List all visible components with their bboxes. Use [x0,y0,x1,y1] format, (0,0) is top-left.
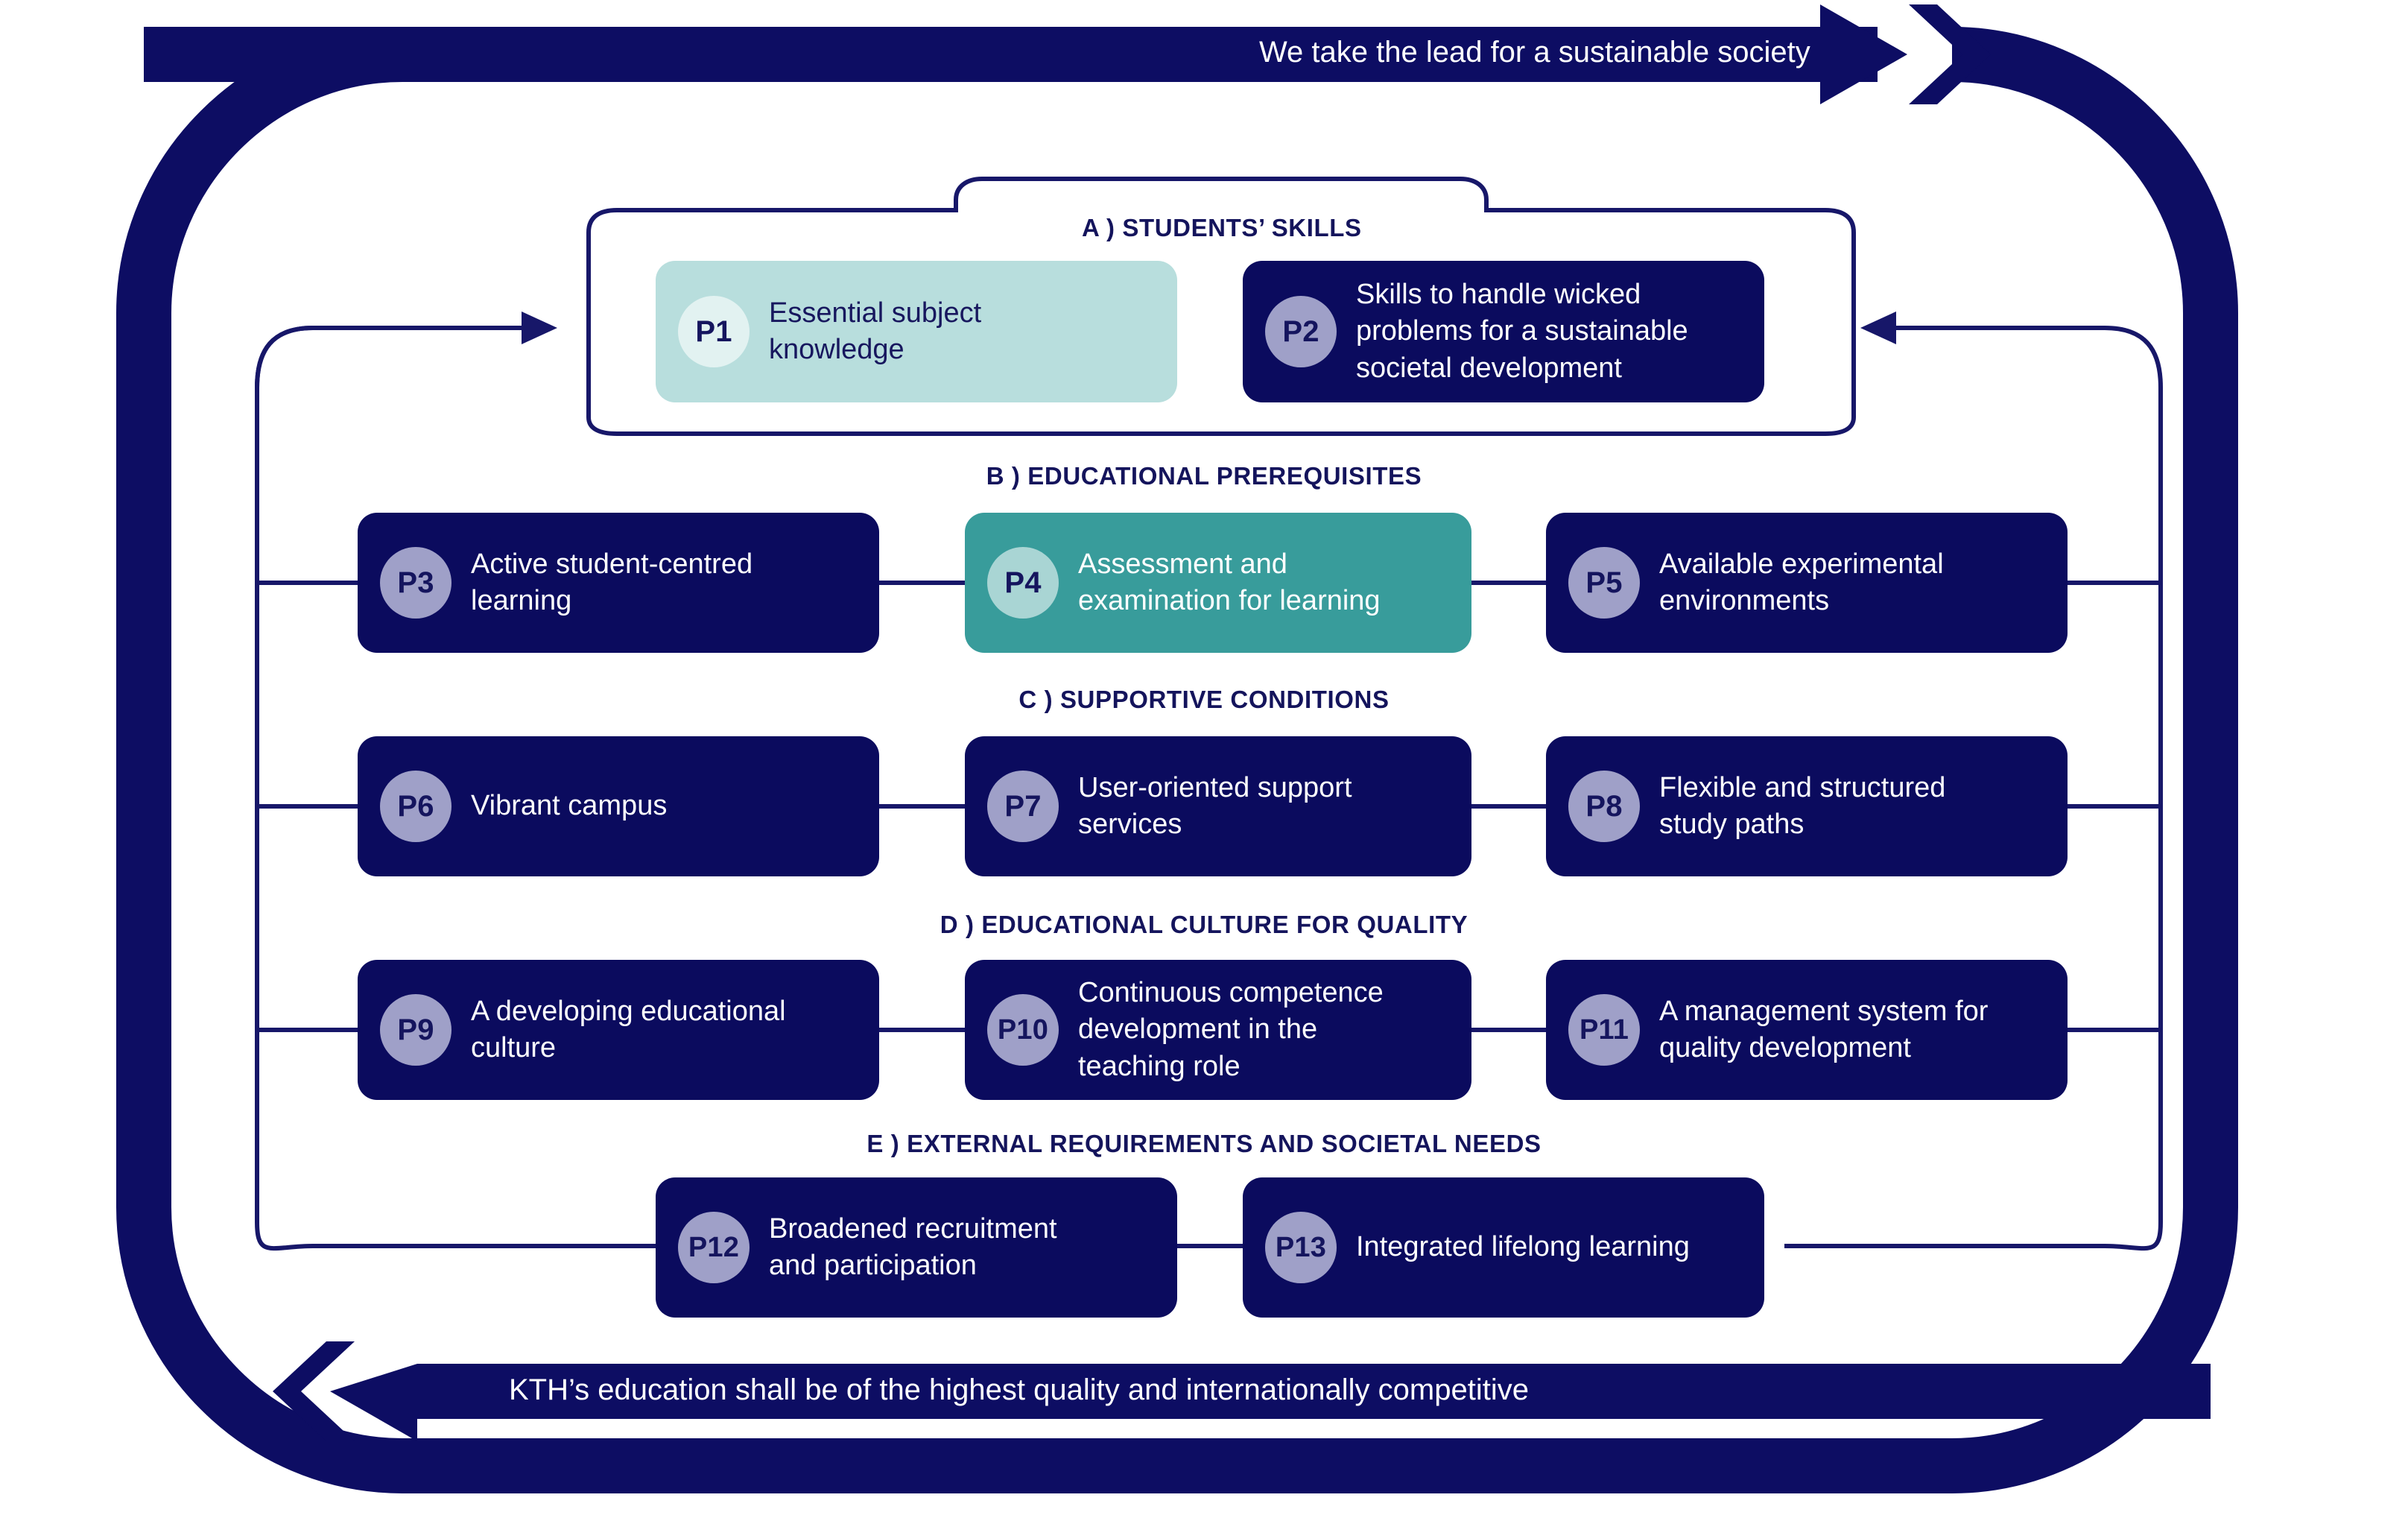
card-p12[interactable]: P12 Broadened recruitment and participat… [656,1177,1177,1318]
card-p1-label: Essential subject knowledge [769,297,982,365]
card-p3[interactable]: P3 Active student-centred learning [358,513,879,653]
card-p6-code-badge: P6 [380,771,452,842]
card-p2-code-badge: P2 [1265,296,1337,367]
card-p13-label: Integrated lifelong learning [1356,1231,1690,1263]
card-p1[interactable]: P1 Essential subject knowledge [656,261,1177,402]
section-heading-d: D ) EDUCATIONAL CULTURE FOR QUALITY [940,911,1468,938]
card-p8-code-badge: P8 [1568,771,1640,842]
card-p4-code-badge: P4 [987,547,1059,619]
card-p2[interactable]: P2 Skills to handle wicked problems for … [1243,261,1764,402]
card-p7[interactable]: P7 User-oriented support services [965,736,1471,876]
card-p13[interactable]: P13 Integrated lifelong learning [1243,1177,1764,1318]
top-arrow-chevron [1909,4,1991,104]
left-rail-arrowhead [522,312,557,344]
bottom-arrowhead [330,1341,417,1441]
top-banner-text: We take the lead for a sustainable socie… [1259,36,1810,69]
card-p10[interactable]: P10 Continuous competence development in… [965,960,1471,1100]
card-p5-label: Available experimental environments [1659,548,1944,616]
left-rail-to-sectionA [255,326,522,388]
card-p3-label: Active student-centred learning [471,548,753,616]
bottom-banner-text: KTH’s education shall be of the highest … [509,1373,1529,1406]
section-heading-c: C ) SUPPORTIVE CONDITIONS [1018,686,1390,713]
card-p3-code-badge: P3 [380,547,452,619]
card-p6[interactable]: P6 Vibrant campus [358,736,879,876]
card-p12-label: Broadened recruitment and participation [769,1212,1057,1281]
right-rail-arrowhead [1860,312,1896,344]
card-p10-code-badge: P10 [987,994,1059,1066]
card-p5[interactable]: P5 Available experimental environments [1546,513,2068,653]
card-p4[interactable]: P4 Assessment and examination for learni… [965,513,1471,653]
card-p10-label: Continuous competence development in the… [1078,976,1384,1082]
card-p8-label: Flexible and structured study paths [1659,771,1946,840]
bottom-arrow-chevron [273,1341,355,1441]
top-arrowhead [1820,4,1907,104]
section-heading-b: B ) EDUCATIONAL PREREQUISITES [986,462,1422,490]
card-p7-code-badge: P7 [987,771,1059,842]
card-p9[interactable]: P9 A developing educational culture [358,960,879,1100]
card-p5-code-badge: P5 [1568,547,1640,619]
card-p2-label: Skills to handle wicked problems for a s… [1356,278,1688,384]
right-rail [1896,326,2163,388]
card-p7-label: User-oriented support services [1078,771,1352,840]
section-heading-e: E ) EXTERNAL REQUIREMENTS AND SOCIETAL N… [866,1130,1542,1157]
card-p1-code-badge: P1 [678,296,750,367]
card-p4-label: Assessment and examination for learning [1078,548,1381,616]
card-p11[interactable]: P11 A management system for quality deve… [1546,960,2068,1100]
card-p8[interactable]: P8 Flexible and structured study paths [1546,736,2068,876]
card-p12-code-badge: P12 [678,1212,750,1283]
card-p11-label: A management system for quality developm… [1659,995,1989,1063]
card-p13-code-badge: P13 [1265,1212,1337,1283]
card-p6-label: Vibrant campus [471,790,668,822]
card-p9-label: A developing educational culture [471,995,786,1063]
section-heading-a: A ) STUDENTS’ SKILLS [1082,214,1362,241]
card-p9-code-badge: P9 [380,994,452,1066]
card-p11-code-badge: P11 [1568,994,1640,1066]
